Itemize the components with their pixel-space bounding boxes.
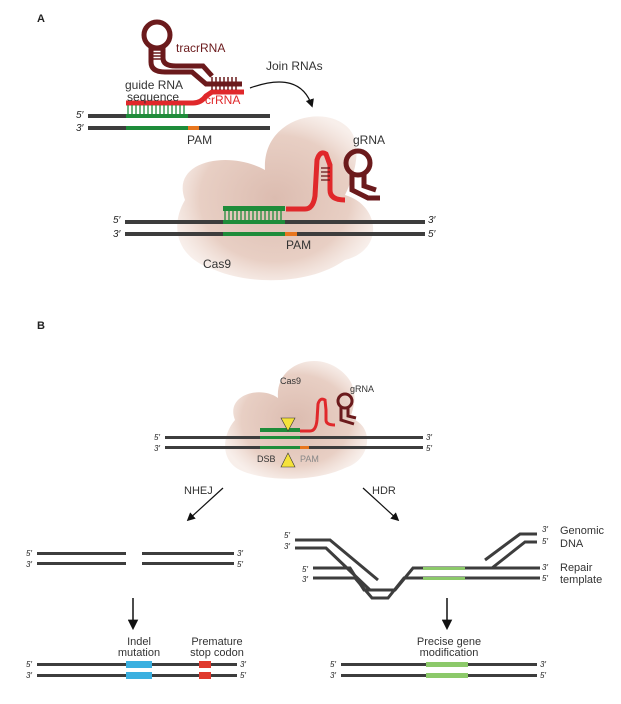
hdr-result-dna — [341, 662, 537, 678]
strand-end-label: 3′ — [113, 229, 122, 240]
guide-rna-label-line1: guide RNA — [125, 78, 183, 92]
precise-mod-label-line1: Precise gene — [417, 636, 481, 648]
join-rnas-label: Join RNAs — [266, 59, 323, 73]
genomic-dna-label-line2: DNA — [560, 538, 584, 550]
hdr-label: HDR — [372, 485, 396, 497]
strand-end-label: 3′ — [542, 525, 548, 534]
strand-end-label: 5′ — [237, 560, 243, 569]
strand-end-label: 5′ — [542, 537, 548, 546]
join-arrow — [249, 81, 314, 108]
cas9-protein-blob-b — [225, 360, 368, 479]
gRNA-label-b: gRNA — [350, 384, 374, 394]
grna-complex — [223, 148, 380, 220]
target-dna-top — [88, 105, 270, 130]
strand-end-label: 5′ — [154, 433, 160, 442]
strand-end-label: 3′ — [330, 671, 336, 680]
precise-mod-label-line2: modification — [420, 647, 479, 659]
strand-end-label: 5′ — [426, 444, 432, 453]
tracrRNA-structure — [141, 19, 242, 87]
strand-end-label: 5′ — [302, 565, 308, 574]
pam-site — [300, 446, 309, 449]
strand-end-label: 3′ — [26, 560, 32, 569]
strand-end-label: 3′ — [428, 215, 437, 226]
crRNA-strand — [126, 77, 244, 106]
cas9-protein-blob — [177, 116, 374, 281]
repair-template-label-line2: template — [560, 574, 602, 586]
target-dna-bottom — [125, 220, 425, 236]
strand-end-label: 3′ — [284, 542, 290, 551]
strand-end-label: 5′ — [542, 574, 548, 583]
cas9-label-b: Cas9 — [280, 376, 301, 386]
strand-end-label: 5′ — [76, 110, 85, 121]
panel-b-label: B — [37, 320, 45, 332]
repair-template-homology — [423, 577, 465, 580]
nhej-broken-dna — [37, 552, 234, 565]
pam-site — [285, 232, 297, 236]
hdr-recombination — [295, 532, 540, 600]
stop-codon-region — [199, 661, 211, 668]
strand-end-label: 5′ — [113, 215, 122, 226]
strand-end-label: 5′ — [284, 531, 290, 540]
cas9-label: Cas9 — [203, 257, 231, 271]
dsb-cut-marker — [280, 452, 296, 468]
strand-end-label: 3′ — [240, 660, 246, 669]
indel-label-line2: mutation — [118, 647, 160, 659]
modified-region — [426, 662, 468, 667]
gRNA-label: gRNA — [353, 133, 385, 147]
nhej-arrow — [186, 487, 224, 522]
indel-region — [126, 672, 152, 679]
stop-codon-region — [199, 672, 211, 679]
dsb-cut-marker — [280, 417, 296, 432]
strand-end-label: 5′ — [330, 660, 336, 669]
strand-end-label: 3′ — [154, 444, 160, 453]
dsb-label: DSB — [257, 454, 276, 464]
nhej-label: NHEJ — [184, 485, 213, 497]
panel-a-label: A — [37, 13, 45, 25]
pam-label-bottom: PAM — [286, 238, 311, 252]
hdr-arrow — [362, 487, 400, 522]
grna-complex-b — [260, 392, 357, 433]
crRNA-label: crRNA — [205, 93, 240, 107]
strand-end-label: 5′ — [26, 660, 32, 669]
stop-codon-label-line2: stop codon — [190, 647, 244, 659]
pam-label-b: PAM — [300, 454, 319, 464]
strand-end-label: 3′ — [540, 660, 546, 669]
strand-end-label: 3′ — [26, 671, 32, 680]
tracrRNA-label: tracrRNA — [176, 41, 225, 55]
strand-end-label: 5′ — [428, 229, 437, 240]
repair-template-label-line1: Repair — [560, 562, 593, 574]
strand-end-label: 3′ — [76, 123, 85, 134]
indel-region — [126, 661, 152, 668]
pam-site — [188, 126, 199, 130]
strand-end-label: 3′ — [426, 433, 432, 442]
strand-end-label: 5′ — [240, 671, 246, 680]
strand-end-label: 3′ — [542, 563, 548, 572]
strand-end-label: 3′ — [237, 549, 243, 558]
strand-end-label: 5′ — [540, 671, 546, 680]
indel-label-line1: Indel — [127, 636, 151, 648]
stop-codon-label-line1: Premature — [191, 636, 242, 648]
repair-template-homology — [423, 567, 465, 570]
pam-label-top: PAM — [187, 133, 212, 147]
strand-end-label: 3′ — [302, 575, 308, 584]
guide-rna-label-line2: sequence — [127, 90, 179, 104]
genomic-dna-label-line1: Genomic — [560, 525, 605, 537]
modified-region — [426, 673, 468, 678]
strand-end-label: 5′ — [26, 549, 32, 558]
target-dna-b — [165, 436, 423, 449]
nhej-result-dna — [37, 661, 237, 679]
